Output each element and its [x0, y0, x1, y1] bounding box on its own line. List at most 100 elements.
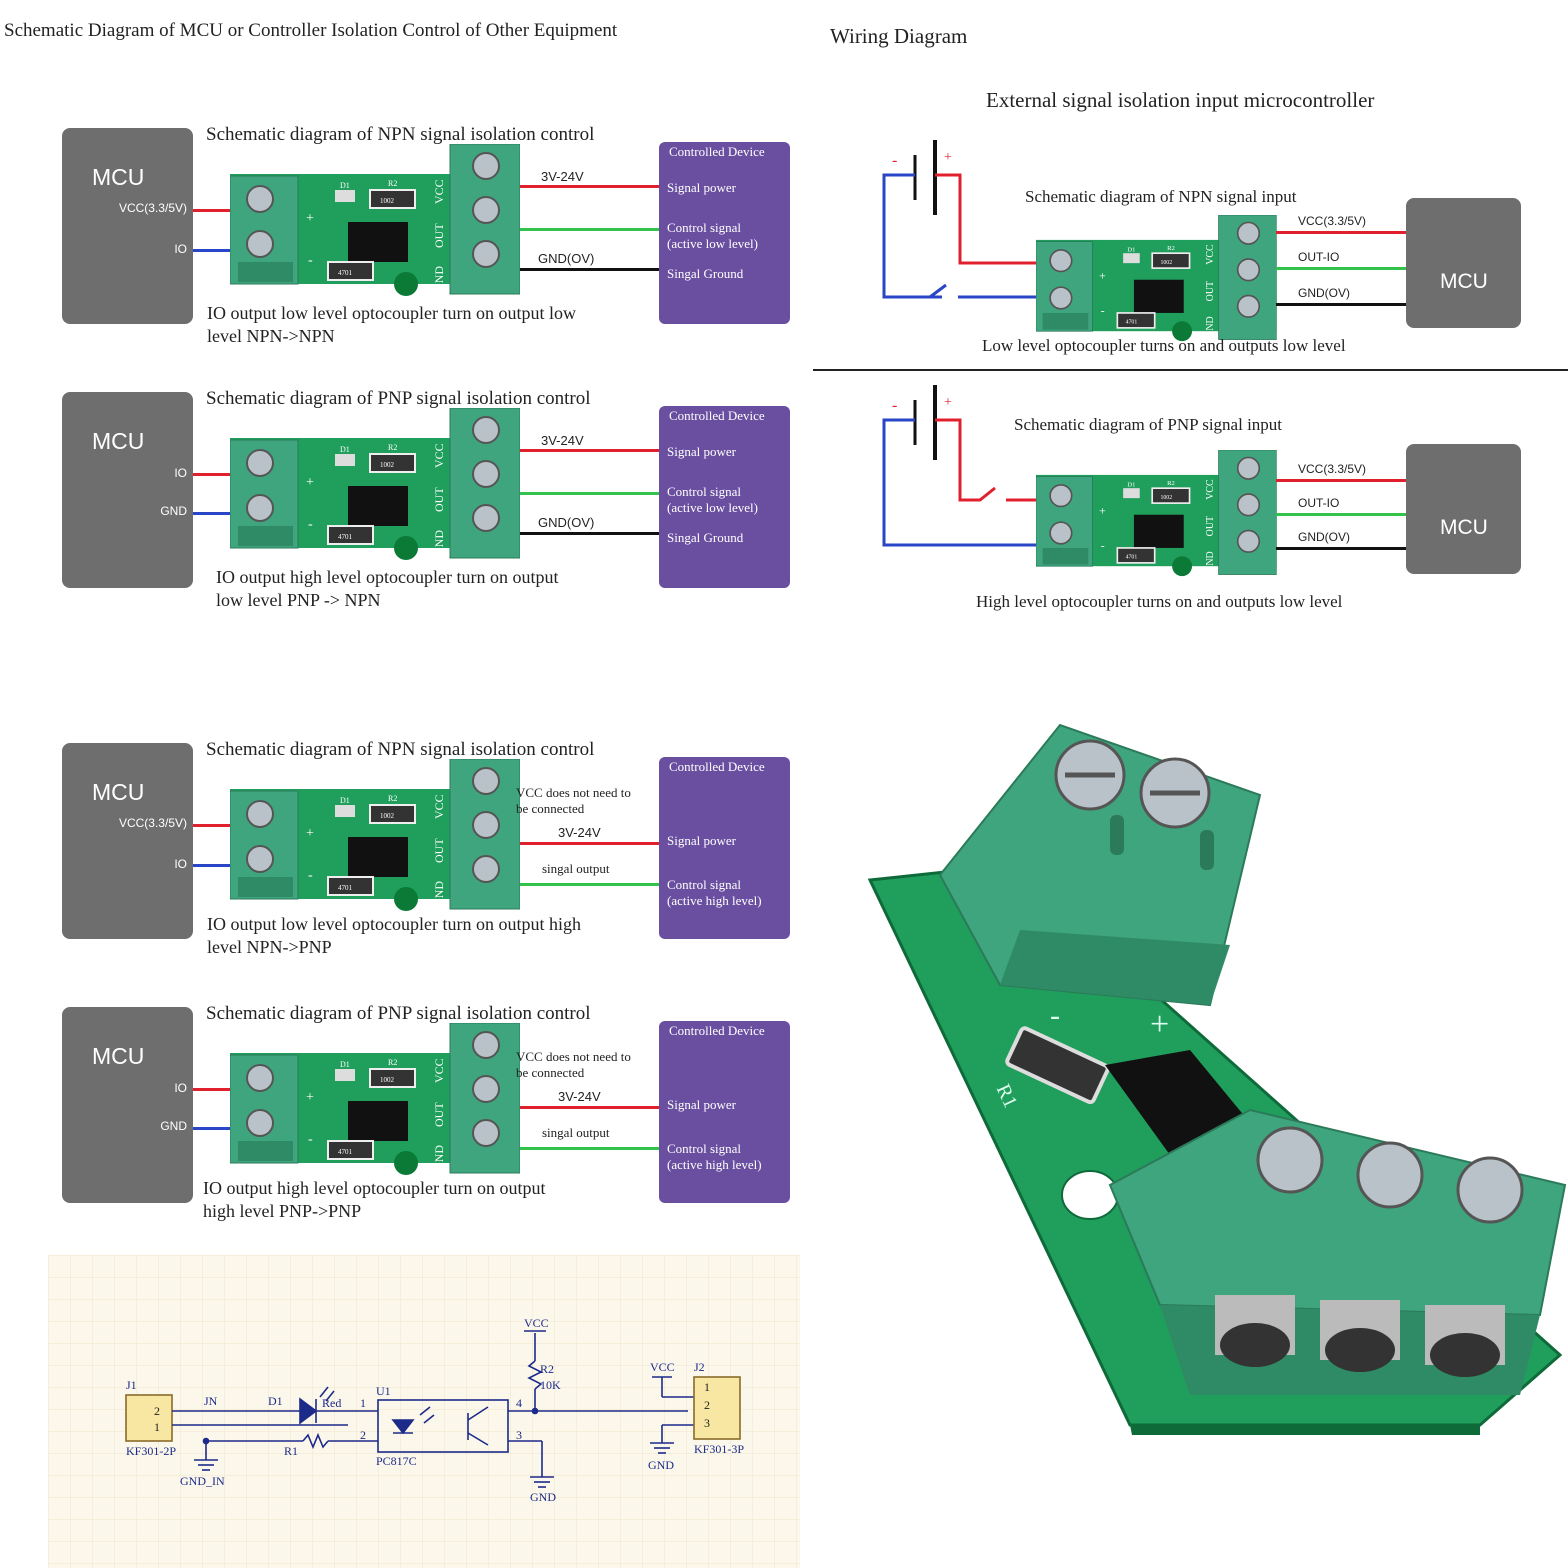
wiring-2-battery-switch: - +: [882, 385, 1036, 547]
wiring-1-label-1: VCC(3.3/5V): [1298, 214, 1367, 228]
wiring-2-minus: -: [1101, 540, 1105, 553]
panel-4-board: D1 R2 1002 4701 R1 + - VCC OUT GND: [230, 1023, 520, 1175]
panel-2-title: Schematic diagram of PNP signal isolatio…: [206, 388, 591, 409]
r1-label: R1: [284, 1444, 298, 1458]
panel-3-r2-code: 1002: [380, 812, 395, 820]
panel-4-r1-label: R1: [346, 1164, 355, 1173]
panel-4-caption-line1: IO output high level optocoupler turn on…: [203, 1178, 546, 1198]
wiring-1-out-label: OUT: [1205, 281, 1216, 301]
wiring-1-r1-label: R1: [1132, 333, 1140, 340]
panel-3-device-line-2: Signal power: [667, 833, 736, 848]
panel-3-gnd-label: GND: [432, 881, 446, 907]
panel-4-optocoupler: [348, 1101, 408, 1141]
wiring-2-r1-label: R1: [1132, 568, 1140, 575]
panel-1-title: Schematic diagram of NPN signal isolatio…: [206, 124, 595, 145]
wiring-2-label-3: GND(OV): [1298, 530, 1350, 544]
panel-4: Schematic diagram of PNP signal isolatio…: [0, 1003, 800, 1257]
wiring-1-title: Schematic diagram of NPN signal input: [1025, 187, 1297, 206]
wiring-2-vcc-label: VCC: [1205, 479, 1216, 500]
u1-pin3: 3: [516, 1428, 522, 1442]
panel-2-device-line-1: Controlled Device: [669, 408, 765, 423]
panel-2-wire-out-green: [520, 492, 660, 495]
panel-4-wire-in-red: [193, 1088, 233, 1091]
r1-resistor: [1005, 1026, 1110, 1105]
panel-2-mcu-box: MCU IO GND: [62, 392, 193, 588]
wiring-2-d1-label: D1: [1127, 482, 1135, 489]
wiring-1-r1-code: 4701: [1126, 320, 1138, 326]
panel-4-device-line-3: Control signal: [667, 1141, 742, 1156]
panel-3-r1-code: 4701: [338, 884, 353, 892]
panel-3-mcu-box: MCU VCC(3.3/5V) IO: [62, 743, 193, 939]
panel-2-minus: -: [308, 517, 313, 532]
panel-3-device-line-3: Control signal: [667, 877, 742, 892]
screw-3: [1256, 1126, 1324, 1194]
panel-3-title: Schematic diagram of NPN signal isolatio…: [206, 739, 595, 760]
panel-2-board: D1 R2 1002 4701 R1 + - VCC OUT GND: [230, 408, 520, 560]
kf301-2p-label: KF301-2P: [126, 1444, 176, 1458]
panel-1-mcu-pin1: VCC(3.3/5V): [118, 201, 187, 215]
wiring-2-label-2: OUT-IO: [1298, 496, 1340, 510]
d1-label: D1: [268, 1394, 283, 1408]
panel-2-vcc-label: VCC: [432, 443, 446, 468]
screw-5: [1456, 1156, 1524, 1224]
svg-text:-: -: [892, 397, 897, 414]
panel-2-device-line-2: Signal power: [667, 444, 736, 459]
panel-1-mcu-pin2: IO: [174, 242, 187, 256]
panel-3-out-label: OUT: [432, 838, 446, 863]
wiring-2-r2-code: 1002: [1161, 495, 1173, 501]
section-divider: [813, 369, 1568, 371]
panel-3-vcc-label: VCC: [432, 794, 446, 819]
panel-1-r2-code: 1002: [380, 197, 395, 205]
j2-label: J2: [694, 1360, 705, 1374]
panel-4-mcu-pin1: IO: [174, 1081, 187, 1095]
wiring-1-gnd-label: GND: [1205, 316, 1216, 338]
left-title: Schematic Diagram of MCU or Controller I…: [4, 20, 618, 41]
wiring-1-wire-green: [1276, 267, 1406, 270]
panel-4-minus: -: [308, 1132, 313, 1147]
panel-4-mcu-label: MCU: [92, 1043, 145, 1069]
panel-4-r2-label: R2: [388, 1058, 397, 1067]
panel-1-caption-line1: IO output low level optocoupler turn on …: [207, 303, 576, 323]
panel-3: Schematic diagram of NPN signal isolatio…: [0, 739, 800, 993]
panel-4-note-line1: VCC does not need to: [516, 1049, 631, 1064]
j2-pin3: 3: [704, 1416, 710, 1430]
photo-plus: +: [1150, 1006, 1169, 1043]
panel-2-r2-label: R2: [388, 443, 397, 452]
panel-4-wire-in-blue: [193, 1127, 233, 1130]
panel-4-r1-code: 4701: [338, 1148, 353, 1156]
panel-1-device-line-2: Signal power: [667, 180, 736, 195]
panel-2-mcu-pin2: GND: [160, 504, 187, 518]
panel-1-wire-out-black: [520, 268, 660, 271]
wiring-2-r2-label: R2: [1167, 480, 1175, 487]
panel-3-optocoupler: [348, 837, 408, 877]
jin-label: JN: [204, 1394, 218, 1408]
panel-3-mcu-pin2: IO: [174, 857, 187, 871]
panel-1-wire1-label: 3V-24V: [541, 169, 584, 184]
wiring-2-r1-code: 4701: [1126, 555, 1138, 561]
panel-3-wire3-label: singal output: [542, 861, 610, 876]
panel-2-optocoupler: [348, 486, 408, 526]
panel-1-plus: +: [306, 211, 314, 226]
wiring-2-wire-black: [1276, 547, 1406, 550]
panel-1-mcu-box: MCU VCC(3.3/5V) IO: [62, 128, 193, 324]
panel-2-device-line-3: Control signal: [667, 484, 742, 499]
wiring-1-mcu-box: MCU: [1406, 198, 1521, 328]
panel-4-wire2-label: 3V-24V: [558, 1089, 601, 1104]
panel-1-r1-code: 4701: [338, 269, 353, 277]
gnd2-label: GND: [648, 1458, 674, 1472]
panel-1-out-label: OUT: [432, 223, 446, 248]
wiring-2-caption: High level optocoupler turns on and outp…: [976, 592, 1343, 611]
panel-2-device-line-5: Singal Ground: [667, 530, 744, 545]
panel-2-caption-line2: low level PNP -> NPN: [216, 590, 381, 610]
mounting-hole: [1061, 1170, 1119, 1220]
gnd-label: GND: [530, 1490, 556, 1504]
wiring-1-r2-label: R2: [1167, 245, 1175, 252]
vcc2-label: VCC: [650, 1360, 675, 1374]
panel-4-caption-line2: high level PNP->PNP: [203, 1201, 362, 1221]
wiring-1-board: D1 R2 1002 4701 R1 + - VCC OUT GND: [1036, 215, 1277, 342]
panel-1-wire3-label: GND(OV): [538, 251, 595, 266]
wiring-1-wire-red: [1276, 231, 1406, 234]
panel-4-device-line-2: Signal power: [667, 1097, 736, 1112]
pc817c-label: PC817C: [376, 1454, 417, 1468]
